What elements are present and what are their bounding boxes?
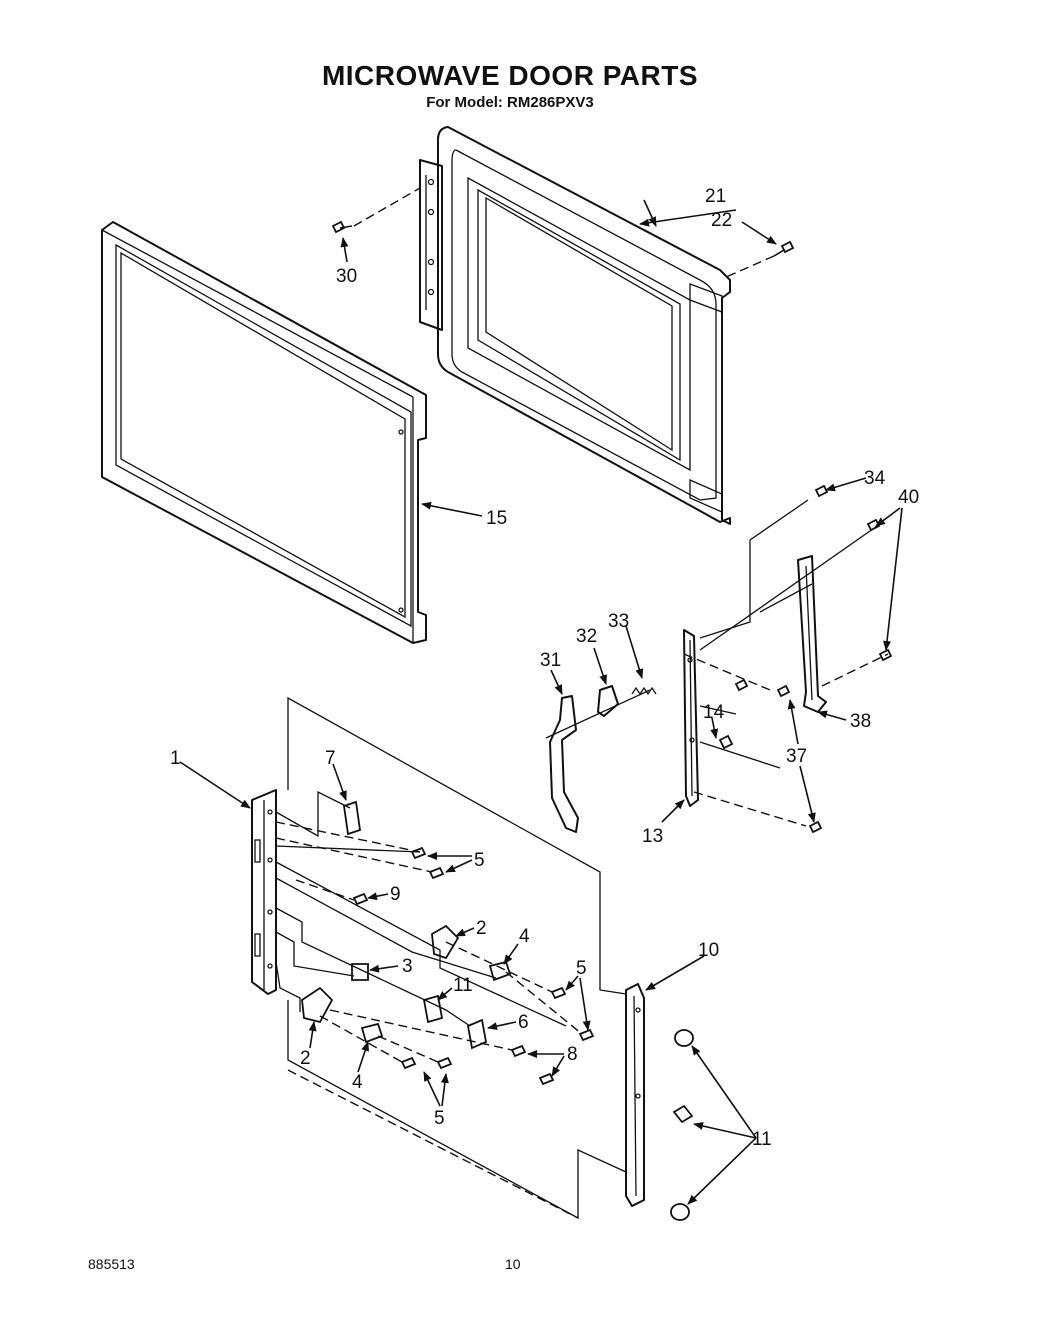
screw-part-8-b — [538, 1072, 555, 1086]
callout-10: 10 — [698, 940, 719, 961]
callout-22: 30 — [336, 266, 357, 287]
callout-3: 3 — [402, 956, 413, 977]
door-panel-part-15 — [419, 126, 731, 525]
callout-37: 37 — [786, 746, 807, 767]
callout-35: 34 — [864, 468, 886, 489]
callout-38: 38 — [850, 711, 871, 732]
callout-4-upper: 4 — [519, 926, 530, 947]
callout-4-lower: 4 — [352, 1072, 363, 1093]
screw-part-5-c — [550, 986, 567, 1000]
callout-7: 7 — [325, 748, 336, 769]
screw-part-22 — [331, 220, 353, 234]
bracket-part-38 — [797, 555, 827, 713]
switch-part-4-upper — [488, 960, 512, 982]
callout-2-upper: 2 — [476, 918, 487, 939]
page-number: 10 — [505, 1256, 521, 1272]
bracket-part-1 — [251, 789, 277, 995]
document-number: 885513 — [88, 1256, 135, 1272]
callout-11: 11 — [752, 1129, 772, 1150]
screw-part-9 — [352, 892, 369, 906]
callout-5-mid: 5 — [576, 958, 587, 979]
callout-14: 15 — [486, 508, 507, 529]
callout-9: 9 — [390, 884, 401, 905]
callout-34: 33 — [608, 611, 629, 632]
screw-part-37-a — [776, 684, 791, 698]
callout-6: 6 — [518, 1012, 529, 1033]
bracket-part-10 — [625, 983, 645, 1207]
callout-13: 11 — [453, 975, 473, 996]
model-subtitle: For Model: RM286PXV3 — [426, 94, 594, 111]
callout-32: 31 — [540, 650, 561, 671]
screw-part-36 — [734, 678, 749, 692]
screw-part-5-e — [400, 1056, 417, 1070]
callout-31: 14 — [703, 702, 725, 723]
hook-part-2-upper — [431, 924, 460, 960]
callout-15: 21 — [705, 186, 726, 207]
latch-part-7 — [343, 800, 361, 836]
callout-5-top: 5 — [474, 850, 485, 871]
bracket-part-30 — [683, 629, 699, 807]
callout-8: 8 — [567, 1044, 578, 1065]
callout-40: 40 — [898, 487, 919, 508]
callout-5-bottom: 5 — [434, 1108, 445, 1129]
callout-21: 22 — [711, 210, 732, 231]
lever-part-32 — [549, 695, 579, 833]
latch-part-33 — [597, 685, 619, 717]
callout-33: 32 — [576, 626, 597, 647]
switch-part-4-lower — [360, 1022, 384, 1044]
page-title: MICROWAVE DOOR PARTS — [321, 60, 699, 91]
screw-part-5-b — [428, 866, 445, 880]
screw-part-5-d — [578, 1028, 595, 1042]
screw-part-5-f — [436, 1056, 453, 1070]
spring-part-34 — [631, 686, 657, 696]
switch-part-31 — [718, 734, 734, 750]
callout-2-lower: 2 — [300, 1048, 311, 1069]
door-frame-part-14 — [101, 221, 427, 644]
hook-part-2-lower — [301, 986, 334, 1024]
leader-lines — [179, 199, 903, 1205]
screw-part-5-a — [410, 846, 427, 860]
screw-part-21 — [773, 240, 795, 257]
screw-part-8-a — [510, 1044, 527, 1058]
bumper-part-11 — [670, 1029, 694, 1221]
callout-30: 13 — [642, 826, 663, 847]
callout-1: 1 — [170, 748, 181, 769]
screw-part-37-b — [808, 820, 823, 834]
screw-part-35 — [814, 484, 829, 498]
actuator-part-13 — [422, 994, 444, 1024]
